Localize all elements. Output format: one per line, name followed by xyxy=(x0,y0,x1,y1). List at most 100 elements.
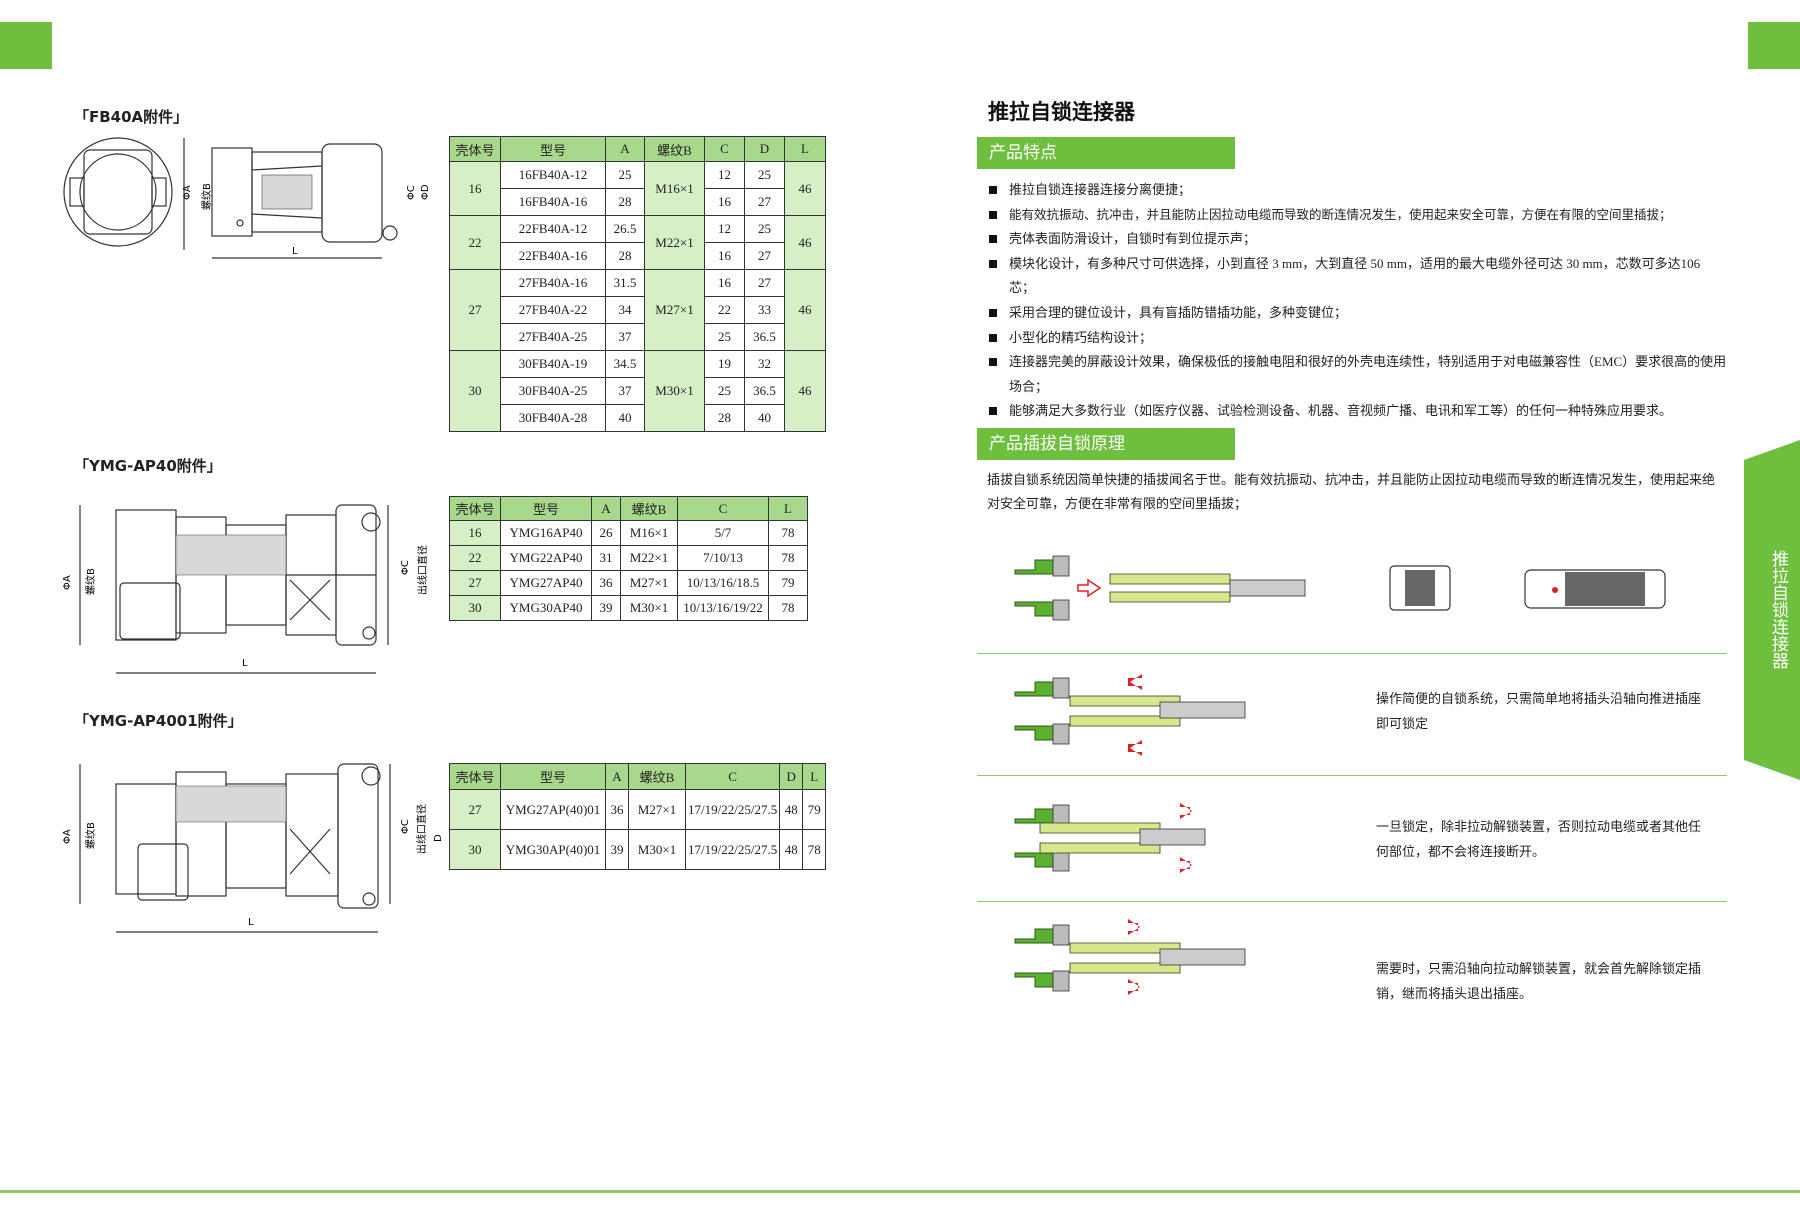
table-header: 螺纹B xyxy=(644,136,705,162)
table-header: L xyxy=(802,763,827,790)
list-item: 壳体表面防滑设计，自锁时有到位提示声； xyxy=(987,227,1727,252)
d-cell: 40 xyxy=(744,404,785,432)
a-cell: 26 xyxy=(591,520,621,546)
table-row: 27FB40A-25 37 25 36.5 xyxy=(450,323,826,351)
model-cell: YMG27AP(40)01 xyxy=(500,789,606,830)
shell-cell: 30 xyxy=(449,829,501,870)
ymg-ap4001-label-outlet: 出线口直径 xyxy=(415,804,428,854)
table-header: C xyxy=(704,136,745,162)
list-item: 采用合理的键位设计，具有盲插防错插功能，多种变键位； xyxy=(987,301,1727,326)
step-text-1: 操作简便的自锁系统，只需简单地将插头沿轴向推进插座即可锁定 xyxy=(1376,691,1702,731)
model-cell: 22FB40A-12 xyxy=(500,215,606,243)
c-cell: 12 xyxy=(704,215,745,243)
table-row: 30FB40A-28 40 28 40 xyxy=(450,404,826,432)
table-header: 螺纹B xyxy=(628,763,686,790)
d-cell: 33 xyxy=(744,296,785,324)
list-item: 连接器完美的屏蔽设计效果，确保极低的接触电阻和很好的外壳电连续性，特别适用于对电… xyxy=(987,350,1727,399)
c-cell: 16 xyxy=(704,242,745,270)
step-text-2: 一旦锁定，除非拉动解锁装置，否则拉动电缆或者其他任何部位，都不会将连接断开。 xyxy=(1376,819,1702,859)
l-cell: 46 xyxy=(784,269,826,351)
divider xyxy=(977,653,1727,654)
side-tab-label: 推拉自锁连接器 xyxy=(1768,550,1788,669)
table-header: A xyxy=(605,763,629,790)
c-cell: 10/13/16/18.5 xyxy=(677,570,769,596)
model-cell: 27FB40A-25 xyxy=(500,323,606,351)
model-cell: 22FB40A-16 xyxy=(500,242,606,270)
table-header: C xyxy=(677,496,769,521)
divider xyxy=(977,901,1727,902)
d-cell: 27 xyxy=(744,269,785,297)
table-row: 30FB40A-25 37 25 36.5 xyxy=(450,377,826,405)
list-item: 模块化设计，有多种尺寸可供选择，小到直径 3 mm，大到直径 50 mm，适用的… xyxy=(987,252,1727,301)
bullet-square-icon xyxy=(989,259,997,268)
step-locked-illustration xyxy=(1014,803,1206,873)
c-cell: 16 xyxy=(704,269,745,297)
d-cell: 27 xyxy=(744,188,785,216)
bullet-square-icon xyxy=(989,235,997,244)
d-cell: 36.5 xyxy=(744,377,785,405)
d-cell: 27 xyxy=(744,242,785,270)
feature-text: 小型化的精巧结构设计； xyxy=(1009,329,1153,345)
section-title-ymg-ap4001: 「YMG-AP4001附件」 xyxy=(74,712,243,730)
fb40a-spec-table: 壳体号 型号 A 螺纹B C D L 16 16FB40A-12 25 M16×… xyxy=(449,136,826,432)
table-row: 16 16FB40A-12 25 M16×1 12 25 46 xyxy=(449,161,826,216)
side-tab xyxy=(1744,440,1800,780)
fb40a-label-phi-d: ΦD xyxy=(420,184,431,200)
table-header: 型号 xyxy=(500,136,606,162)
model-cell: 30FB40A-19 xyxy=(500,350,606,378)
ymg-ap4001-spec-table: 壳体号 型号 A 螺纹B C D L 27 YMG27AP(40)01 36 M… xyxy=(449,763,827,870)
corner-block-right xyxy=(1748,22,1800,69)
shell-cell: 30 xyxy=(449,595,501,621)
model-cell: 16FB40A-16 xyxy=(500,188,606,216)
bullet-square-icon xyxy=(989,308,997,317)
ymg-ap40-label-phi-c: ΦC xyxy=(400,560,411,575)
ymg-ap40-label-outlet: 出线口直径 xyxy=(416,545,429,595)
a-cell: 36 xyxy=(605,789,629,830)
d-cell: 36.5 xyxy=(744,323,785,351)
fb40a-label-l: L xyxy=(292,246,298,257)
ymg-ap4001-label-d: D xyxy=(433,834,444,842)
table-header: A xyxy=(591,496,621,521)
table-row: 22FB40A-16 28 16 27 xyxy=(450,242,826,270)
shell-cell: 27 xyxy=(449,570,501,596)
thread-cell: M27×1 xyxy=(620,570,678,596)
table-row: 30 30FB40A-19 34.5 M30×1 19 32 46 xyxy=(449,350,826,432)
c-cell: 25 xyxy=(704,323,745,351)
ymg-ap40-label-phi-a: ΦA xyxy=(62,575,73,590)
feature-text: 模块化设计，有多种尺寸可供选择，小到直径 3 mm，大到直径 50 mm，适用的… xyxy=(1009,255,1701,296)
bullet-square-icon xyxy=(989,358,997,367)
shell-cell: 27 xyxy=(449,789,501,830)
features-heading-bar: 产品特点 xyxy=(977,137,1235,169)
table-header: 型号 xyxy=(500,763,606,790)
shell-cell: 22 xyxy=(449,545,501,571)
table-row: 30 YMG30AP(40)01 39 M30×1 17/19/22/25/27… xyxy=(449,829,827,870)
fb40a-label-phi-c: ΦC xyxy=(406,185,417,200)
ymg-ap40-drawing: ΦA 螺纹B ΦC 出线口直径 L xyxy=(62,504,429,674)
a-cell: 37 xyxy=(605,377,645,405)
l-cell: 46 xyxy=(784,350,826,432)
a-cell: 37 xyxy=(605,323,645,351)
thread-cell: M30×1 xyxy=(620,595,678,621)
d-cell: 25 xyxy=(744,215,785,243)
a-cell: 36 xyxy=(591,570,621,596)
table-row: 22 22FB40A-12 26.5 M22×1 12 25 46 xyxy=(449,215,826,270)
step-push-illustration xyxy=(1014,674,1246,756)
ymg-ap4001-drawing: ΦA 螺纹B ΦC 出线口直径 D L xyxy=(62,763,444,933)
table-row: 27 27FB40A-16 31.5 M27×1 16 27 46 xyxy=(449,269,826,351)
a-cell: 40 xyxy=(605,404,645,432)
table-header: 壳体号 xyxy=(449,496,501,521)
ymg-ap40-label-thread-b: 螺纹B xyxy=(84,568,97,595)
connector-mating-illustration xyxy=(1014,555,1666,621)
l-cell: 78 xyxy=(802,829,827,870)
table-header: A xyxy=(605,136,645,162)
divider xyxy=(977,775,1727,776)
l-cell: 78 xyxy=(768,520,808,546)
section-title-ymg-ap40: 「YMG-AP40附件」 xyxy=(74,457,222,475)
shell-cell: 22 xyxy=(449,215,501,270)
c-cell: 28 xyxy=(704,404,745,432)
feature-text: 能有效抗振动、抗冲击，并且能防止因拉动电缆而导致的断连情况发生，使用起来安全可靠… xyxy=(1009,207,1672,222)
ymg-ap40-spec-table: 壳体号 型号 A 螺纹B C L 16 YMG16AP40 26 M16×1 5… xyxy=(449,496,808,621)
l-cell: 79 xyxy=(802,789,827,830)
table-row: 16 YMG16AP40 26 M16×1 5/7 78 xyxy=(449,520,808,546)
c-cell: 16 xyxy=(704,188,745,216)
